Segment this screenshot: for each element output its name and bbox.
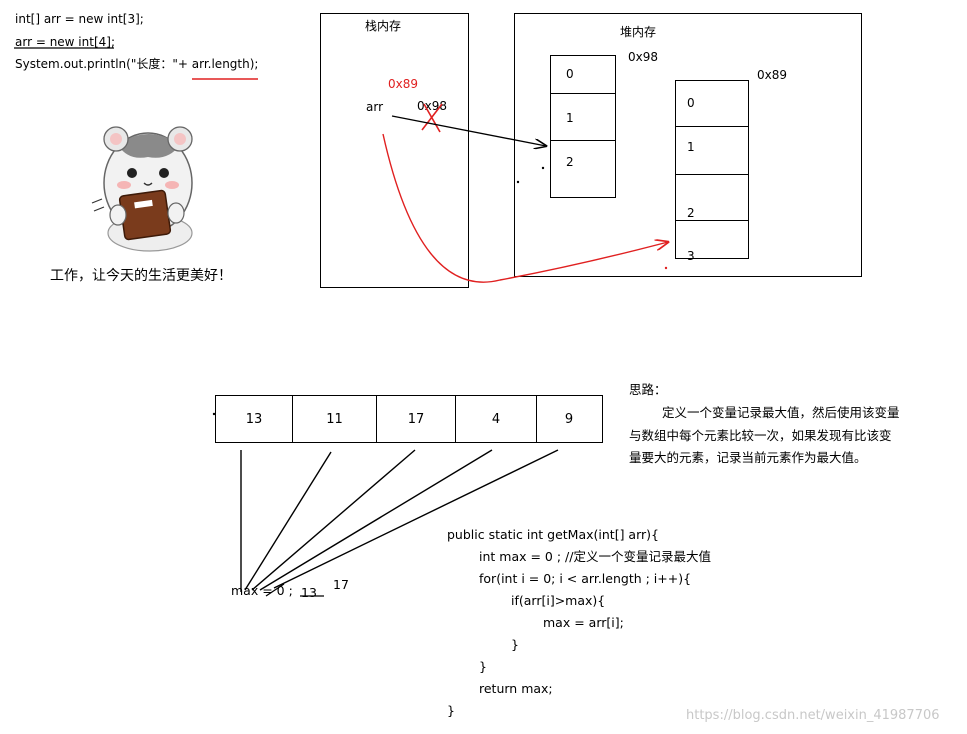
heap-title: 堆内存 [620, 25, 657, 39]
method-code-line: int max = 0 ; //定义一个变量记录最大值 [479, 549, 711, 564]
stack-title: 栈内存 [365, 19, 402, 33]
dot [541, 166, 545, 170]
method-code-line: return max; [479, 681, 553, 696]
array2-divider [675, 220, 749, 221]
array2-divider [675, 126, 749, 127]
dot [212, 412, 216, 416]
array2-divider [675, 174, 749, 175]
code-line-2: arr = new int[4]; [15, 35, 115, 49]
strike-x [423, 103, 441, 133]
heap-array2 [675, 80, 749, 259]
max-array-cell: 17 [377, 396, 456, 442]
arrow-new-ref [382, 133, 668, 283]
max-array: 13 11 17 4 9 [215, 395, 603, 443]
method-code-line: } [479, 659, 487, 674]
stack-old-address: 0x98 [417, 99, 448, 113]
hamster-illustration [88, 115, 208, 255]
method-code-line: for(int i = 0; i < arr.length ; i++){ [479, 571, 692, 586]
max-array-cell: 11 [293, 396, 377, 442]
array1-divider [550, 93, 616, 94]
method-code-line: if(arr[i]>max){ [511, 593, 606, 608]
array1-index: 2 [566, 155, 574, 169]
compare-line [244, 451, 332, 591]
array2-index: 3 [687, 249, 695, 263]
max-array-cell: 9 [564, 411, 574, 427]
note-line: 与数组中每个元素比较一次，如果发现有比该变 [629, 428, 892, 443]
note-line: 定义一个变量记录最大值，然后使用该变量 [662, 405, 900, 420]
code-line-3: System.out.println("长度："+ arr.length); [15, 57, 259, 71]
stack-var-arr: arr [366, 100, 384, 114]
strike-0 [265, 583, 285, 597]
compare-line [259, 449, 493, 591]
array1-index: 0 [566, 67, 574, 81]
array2-index: 0 [687, 96, 695, 110]
watermark: https://blog.csdn.net/weixin_41987706 [686, 708, 940, 723]
array2-address: 0x89 [757, 68, 788, 82]
dot [516, 180, 520, 184]
array1-index: 1 [566, 111, 574, 125]
array1-address: 0x98 [628, 50, 659, 64]
heap-array1 [550, 55, 616, 198]
method-code-line: } [447, 703, 455, 718]
method-code-line: } [511, 637, 519, 652]
code-line-1: int[] arr = new int[3]; [15, 12, 144, 26]
array2-index: 2 [687, 206, 695, 220]
note-title: 思路： [629, 382, 667, 397]
array1-divider [550, 140, 616, 141]
arrow-old-ref [391, 115, 546, 146]
max-array-cell: 4 [456, 396, 537, 442]
mascot-caption: 工作，让今天的生活更美好！ [50, 268, 232, 284]
note-line: 量要大的元素，记录当前元素作为最大值。 [629, 450, 867, 465]
dot [664, 266, 668, 270]
max-new-value: 17 [333, 577, 349, 592]
stack-memory-box [320, 13, 469, 288]
compare-line [251, 449, 416, 591]
array2-index: 1 [687, 140, 695, 154]
method-code-line: public static int getMax(int[] arr){ [447, 527, 659, 542]
max-array-cell: 13 [216, 396, 293, 442]
method-code-line: max = arr[i]; [543, 615, 624, 630]
stack-new-address: 0x89 [388, 77, 419, 91]
heap-memory-box [514, 13, 862, 277]
compare-line [273, 449, 559, 589]
